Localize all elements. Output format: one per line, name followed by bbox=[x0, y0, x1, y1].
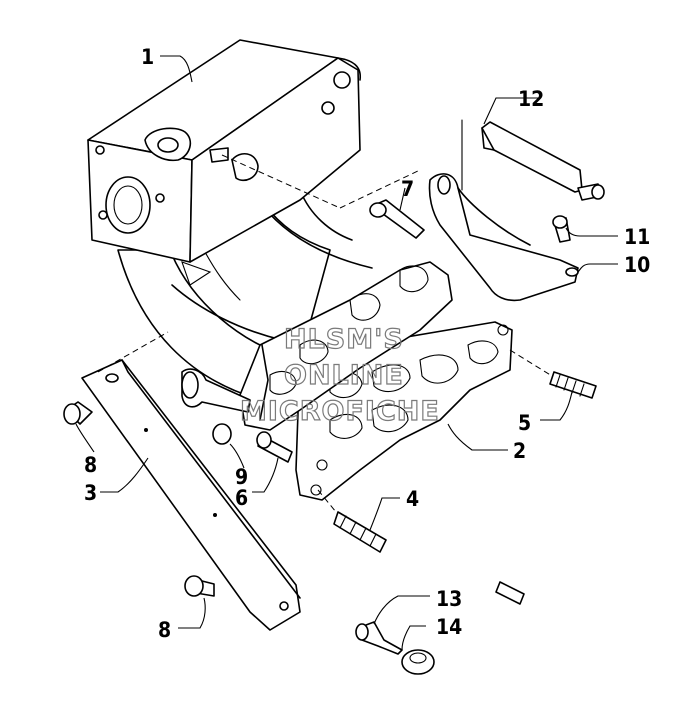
part-3-bracket bbox=[81, 331, 301, 631]
part-9-washer bbox=[212, 423, 232, 445]
watermark-line-2: ONLINE bbox=[284, 360, 404, 391]
part-13-sensor bbox=[355, 621, 403, 655]
callout-5: 5 bbox=[518, 411, 531, 435]
callout-6: 6 bbox=[235, 486, 248, 510]
exhaust-manifold bbox=[181, 261, 453, 443]
part-5-stud bbox=[509, 349, 597, 399]
watermark-line-1: HLSM'S bbox=[284, 324, 404, 355]
small-label-tag bbox=[495, 581, 525, 605]
part-11-bolts bbox=[552, 183, 605, 243]
callout-4: 4 bbox=[406, 487, 419, 511]
watermark-line-3: MICROFICHE bbox=[240, 396, 440, 427]
callout-14: 14 bbox=[436, 615, 462, 639]
callout-1: 1 bbox=[141, 45, 154, 69]
callout-2: 2 bbox=[513, 439, 526, 463]
part-4-stud bbox=[317, 489, 387, 553]
callouts: 1 2 3 4 5 6 7 8 8 9 10 11 12 13 14 bbox=[84, 45, 650, 642]
callout-7: 7 bbox=[401, 177, 414, 201]
callout-12: 12 bbox=[518, 87, 544, 111]
part-14-plug bbox=[401, 649, 435, 675]
part-7-bolt bbox=[369, 199, 425, 239]
callout-10: 10 bbox=[624, 253, 650, 277]
watermark: HLSM'S ONLINE MICROFICHE bbox=[239, 323, 440, 427]
callout-8-lower: 8 bbox=[158, 618, 171, 642]
part-8-bolt-upper bbox=[63, 401, 93, 425]
part-1-muffler bbox=[87, 39, 421, 401]
callout-3: 3 bbox=[84, 481, 97, 505]
leader-lines bbox=[75, 55, 618, 651]
callout-9: 9 bbox=[235, 465, 248, 489]
callout-13: 13 bbox=[436, 587, 462, 611]
callout-11: 11 bbox=[624, 225, 650, 249]
part-12-strap bbox=[461, 119, 583, 193]
part-6-stud bbox=[256, 431, 293, 463]
part-8-bolt-lower bbox=[184, 575, 215, 597]
part-10-heat-shield bbox=[428, 173, 579, 302]
callout-8-upper: 8 bbox=[84, 453, 97, 477]
